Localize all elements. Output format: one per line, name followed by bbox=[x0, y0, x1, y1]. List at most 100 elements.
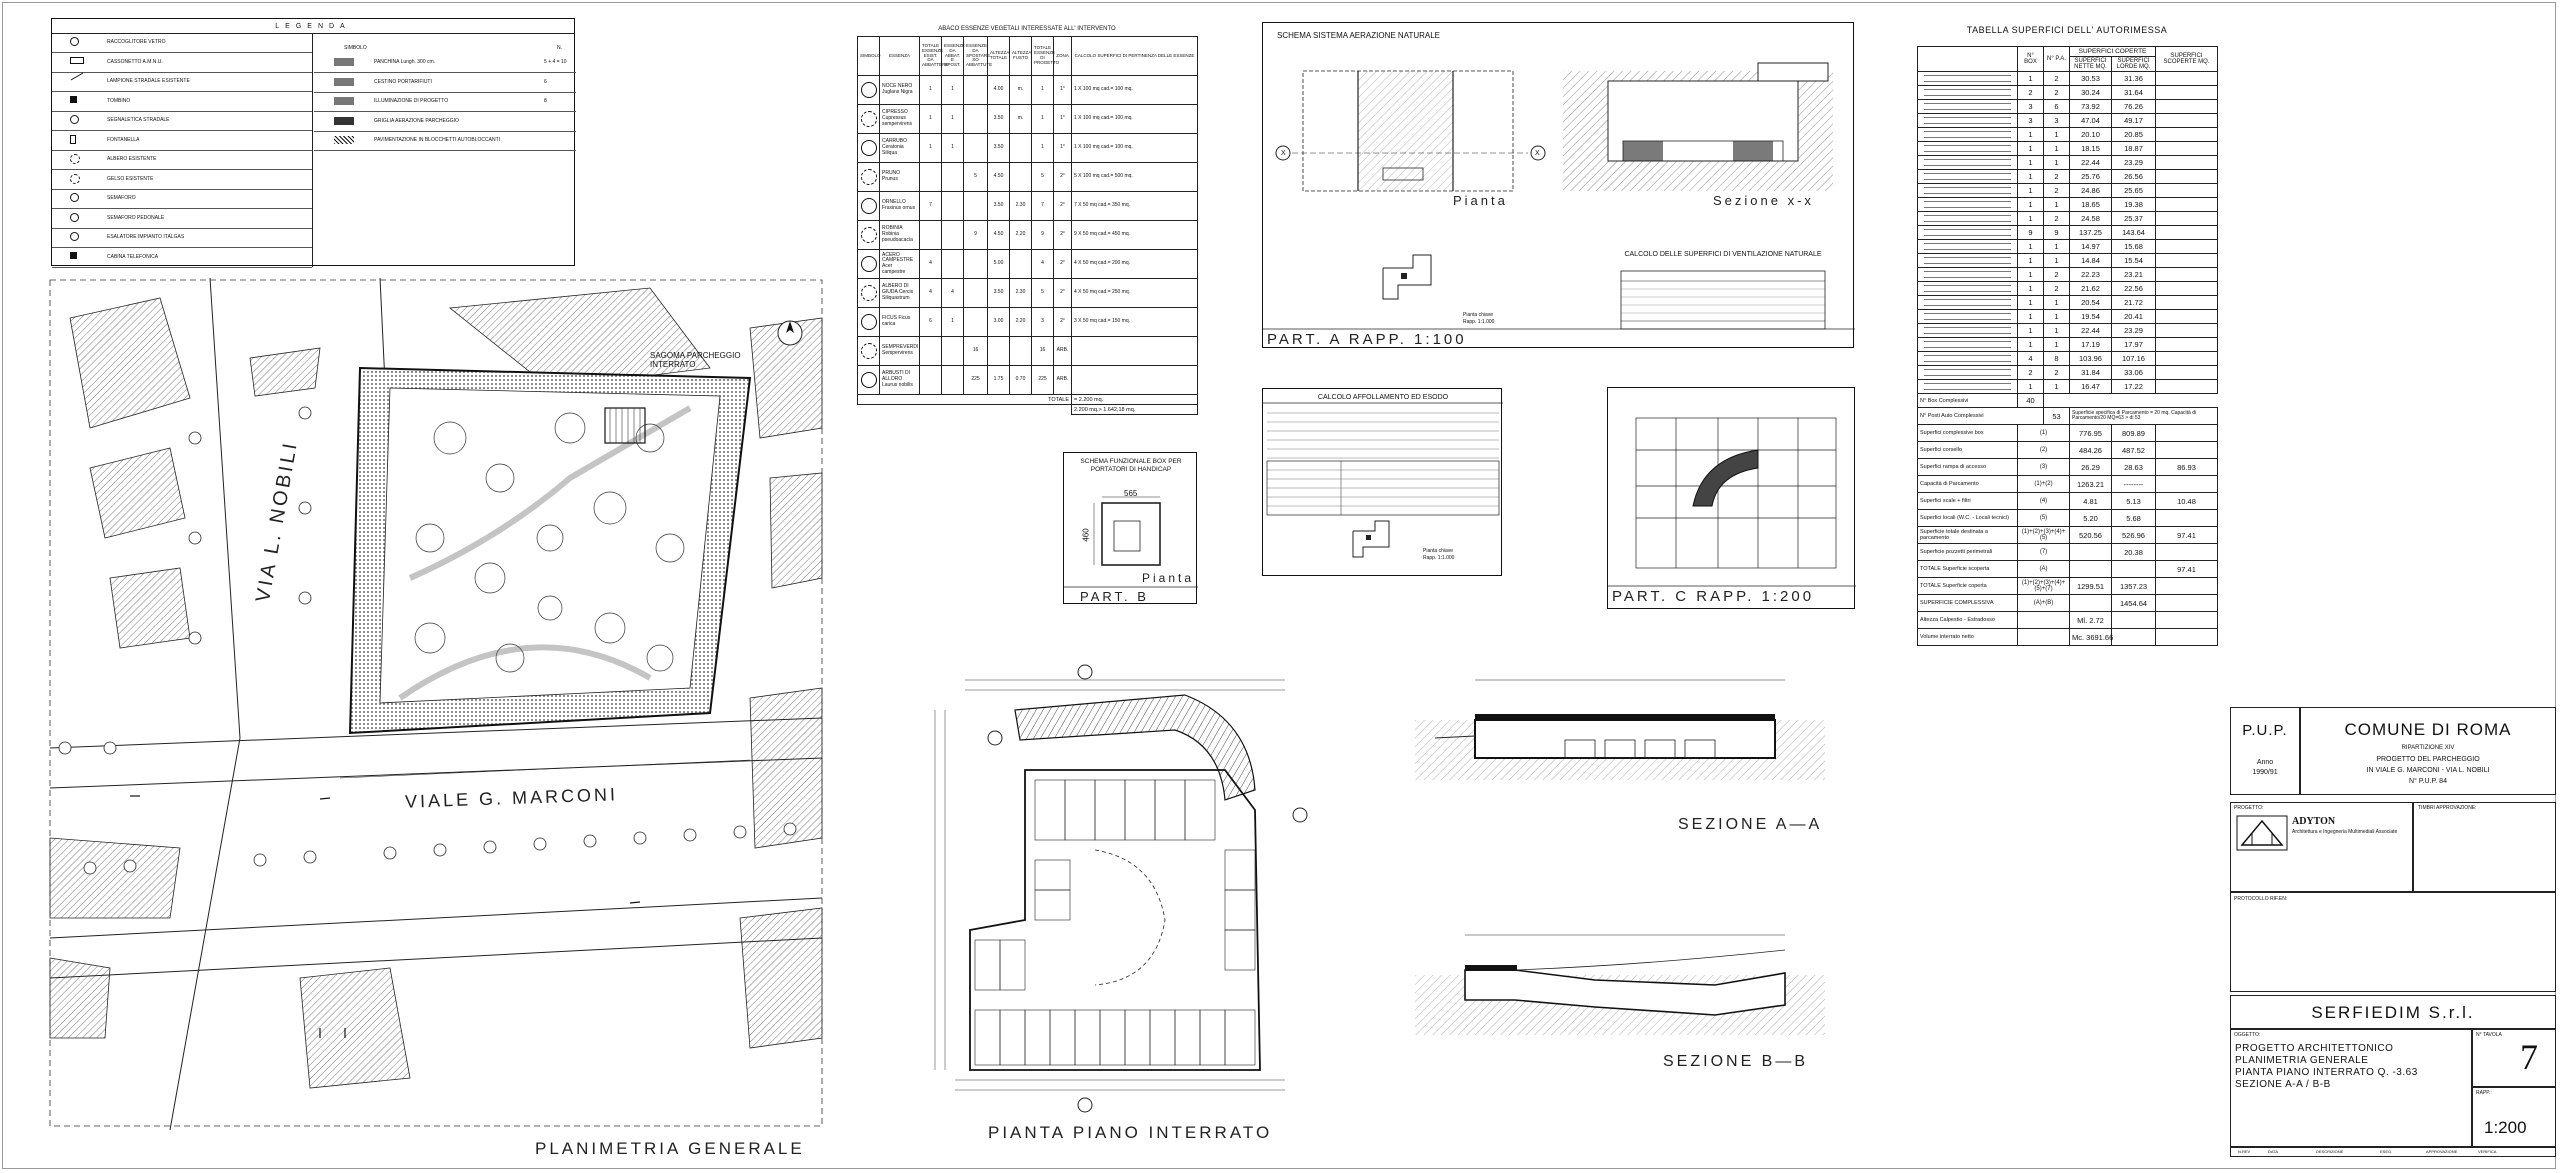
superfici-box: 1 bbox=[2017, 183, 2044, 198]
part-c-panel: PART. C RAPP. 1:200 bbox=[1607, 387, 1856, 609]
tb-oggetto-line-3: PIANTA PIANO INTERRATO Q. -3.63 bbox=[2235, 1067, 2418, 1078]
abaco-header-cell: ALTEZZA TOTALE bbox=[987, 36, 1010, 76]
superfici-dims-line bbox=[1924, 173, 2011, 180]
superfici-summary-a bbox=[2069, 594, 2112, 612]
superfici-pa: 6 bbox=[2043, 99, 2070, 114]
superfici-dims-line bbox=[1924, 215, 2011, 222]
superfici-summary-a: 26.29 bbox=[2069, 458, 2112, 476]
superfici-netta: 14.84 bbox=[2069, 253, 2112, 268]
abaco-cell bbox=[1071, 365, 1198, 395]
abaco-cell: 1 bbox=[1031, 104, 1054, 134]
box-handicap-part: PART. B bbox=[1080, 589, 1149, 604]
superfici-netta: 103.96 bbox=[2069, 351, 2112, 366]
section-aa-drawing bbox=[1415, 679, 1825, 780]
superfici-scoperta bbox=[2155, 337, 2218, 352]
superfici-summary-c: 97.41 bbox=[2155, 560, 2218, 578]
superfici-box: 1 bbox=[2017, 155, 2044, 170]
superfici-netta: 16.47 bbox=[2069, 379, 2112, 394]
abaco-cell: 1 bbox=[919, 75, 942, 105]
tb-rev-header: N.REV bbox=[2238, 1149, 2251, 1154]
abaco-cell: 1 bbox=[941, 307, 964, 337]
abaco-panel: ABACO ESSENZE VEGETALI INTERESSATE ALL' … bbox=[857, 22, 1198, 415]
abaco-cell: 4 bbox=[919, 278, 942, 308]
superfici-netta: 30.24 bbox=[2069, 85, 2112, 100]
superfici-summary-c bbox=[2155, 628, 2218, 646]
superfici-dims-cell bbox=[1917, 211, 2018, 226]
superfici-summary-label: Superfici locali (W.C. - Locali tecnici) bbox=[1917, 509, 2018, 527]
superfici-lorda: 31.64 bbox=[2111, 85, 2156, 100]
superfici-lorda: 23.21 bbox=[2111, 267, 2156, 282]
superfici-summary-c: 86.93 bbox=[2155, 458, 2218, 476]
superfici-summary-ref: (1)+(2)+(3)+(4)+(5) bbox=[2017, 526, 2070, 544]
superfici-dims-cell bbox=[1917, 113, 2018, 128]
abaco-header-cell: TOTALE ESSENZE ESIST. DA ABBATTERE bbox=[919, 36, 948, 76]
fountain-icon bbox=[70, 134, 76, 144]
abaco-cell: 5.00 bbox=[987, 249, 1010, 279]
abaco-header-cell: TOTALE ESSENZE DI PROGETTO bbox=[1031, 36, 1059, 76]
superfici-lorda: 25.65 bbox=[2111, 183, 2156, 198]
legend-label: ESALATORE IMPIANTO ITALGAS bbox=[107, 234, 185, 240]
superfici-summary-ref: (3) bbox=[2017, 458, 2070, 476]
superfici-dims-line bbox=[1924, 75, 2011, 82]
superfici-summary-a: Ml. 2.72 bbox=[2069, 611, 2112, 629]
square-icon bbox=[70, 251, 77, 259]
superfici-lorda: 15.68 bbox=[2111, 239, 2156, 254]
superfici-dims-cell bbox=[1917, 197, 2018, 212]
superfici-summary-c: 10.48 bbox=[2155, 492, 2218, 510]
section-aa-title: SEZIONE A—A bbox=[1678, 816, 1823, 833]
tb-ripartizione: RIPARTIZIONE XIV bbox=[2401, 745, 2455, 751]
abaco-cell: 2° bbox=[1053, 220, 1072, 250]
superfici-dims-line bbox=[1924, 271, 2011, 278]
affollamento-title: CALCOLO AFFOLLAMENTO ED ESODO bbox=[1317, 394, 1449, 401]
superfici-summary-label: Superficie pozzetti perimetrali bbox=[1917, 543, 2018, 561]
superfici-scoperta bbox=[2155, 295, 2218, 310]
box-handicap-height: 460 bbox=[1081, 528, 1091, 542]
superfici-summary-a: Mc. 3691.66 bbox=[2069, 628, 2113, 646]
superfici-summary-label: Superfici rampa di accesso bbox=[1917, 458, 2018, 476]
abaco-cell: 3.50 bbox=[987, 104, 1010, 134]
tb-timbri-cell bbox=[2413, 802, 2556, 892]
abaco-cell: 4.50 bbox=[987, 220, 1010, 250]
superfici-box-total-label: N° Box Complessivi bbox=[1917, 393, 2018, 408]
tb-rev-row bbox=[2230, 1147, 2556, 1157]
superfici-box: 1 bbox=[2017, 379, 2044, 394]
superfici-summary-a: 776.95 bbox=[2069, 424, 2112, 442]
superfici-lorda: 20.85 bbox=[2111, 127, 2156, 142]
aerazione-section-drawing bbox=[1563, 62, 1833, 191]
superfici-box: 1 bbox=[2017, 127, 2044, 142]
superfici-box: 1 bbox=[2017, 253, 2044, 268]
abaco-cell bbox=[941, 249, 964, 279]
tree-symbol-icon bbox=[857, 104, 880, 134]
superfici-box: 2 bbox=[2017, 365, 2044, 380]
abaco-total-row-2: 2.200 mq.> 1.642,18 mq. bbox=[858, 404, 1198, 415]
superfici-summary-a: 520.56 bbox=[2069, 526, 2112, 544]
superfici-summary-a bbox=[2069, 560, 2112, 578]
abaco-cell: 4 bbox=[1031, 249, 1054, 279]
superfici-dims-line bbox=[1924, 229, 2011, 236]
legend-symbol-icon bbox=[334, 58, 354, 66]
superfici-summary-a: 4.81 bbox=[2069, 492, 2112, 510]
abaco-cell bbox=[963, 191, 988, 221]
superfici-pa: 1 bbox=[2043, 239, 2070, 254]
abaco-cell: 1° bbox=[1053, 75, 1072, 105]
superfici-scoperta bbox=[2155, 211, 2218, 226]
section-bb-drawing bbox=[1415, 934, 1825, 1035]
tb-anno-label: Anno bbox=[2256, 759, 2274, 766]
abaco-total-value: = 2.200 mq. bbox=[1071, 394, 1198, 405]
superfici-title: TABELLA SUPERFICI DELL' AUTORIMESSA bbox=[1966, 25, 2168, 35]
legend-right-row: PANCHINA Lungh. 300 cm.5 + 4 = 10 bbox=[314, 53, 576, 73]
legend-right-label: ILLUMINAZIONE DI PROGETTO bbox=[374, 98, 449, 104]
superfici-dims-cell bbox=[1917, 295, 2018, 310]
section-bb-title: SEZIONE B—B bbox=[1663, 1053, 1809, 1070]
superfici-box: 3 bbox=[2017, 113, 2044, 128]
legend-symbol-icon bbox=[334, 77, 354, 86]
